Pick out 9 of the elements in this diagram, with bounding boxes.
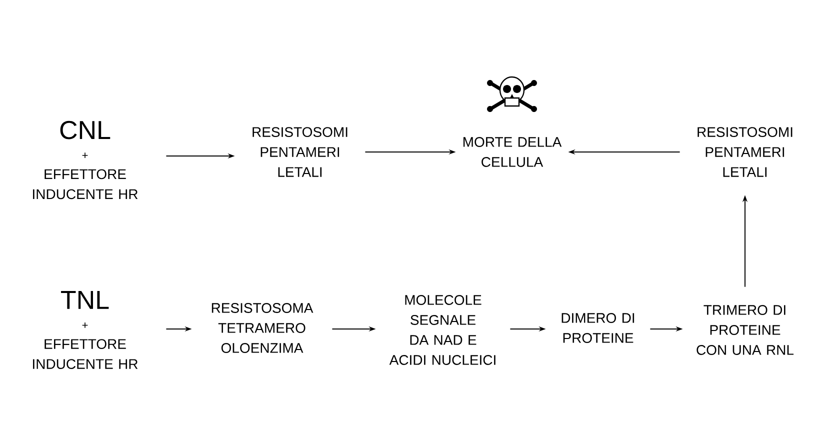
label-text: TNL + EFFETTORE INDUCENTE HR	[33, 290, 138, 369]
label-text: RESISTOSOMI PENTAMERI LETALI	[698, 127, 792, 177]
label-text: RESISTOSOMI PENTAMERI LETALI	[252, 127, 348, 177]
label-text: TRIMERO DI PROTEINE CON UNA RNL	[696, 305, 794, 355]
label-text: RESISTOSOMA TETRAMERO OLOENZIMA	[212, 303, 314, 353]
label-text: MOLECOLE SEGNALE DA NAD E ACIDI NUCLEICI	[389, 295, 496, 365]
label-text: MORTE DELLA CELLULA	[463, 137, 562, 167]
label-text: DIMERO DI PROTEINE	[562, 313, 634, 343]
label-text: CNL + EFFETTORE INDUCENTE HR	[33, 120, 138, 200]
